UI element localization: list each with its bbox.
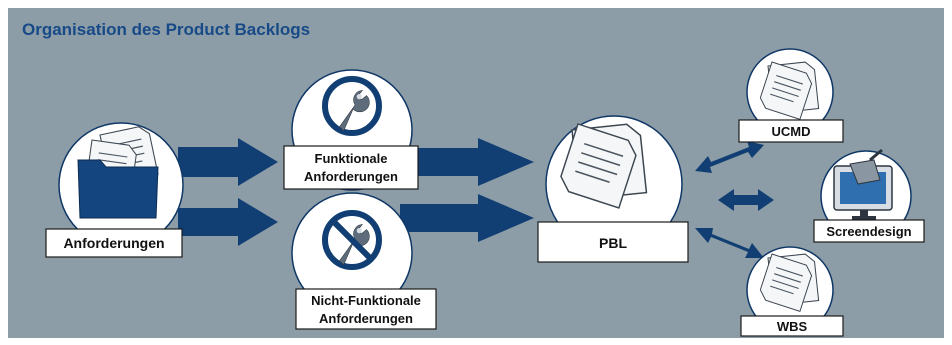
label-screendesign: Screendesign [826,224,911,239]
arrow-pbl-wbs [695,228,764,258]
node-funktional: Funktionale Anforderungen [283,69,419,191]
arrows-layer [178,138,774,258]
arrow-anforderungen-to-nicht-funktional [178,198,278,246]
wrench-icon-ring [322,76,382,136]
arrow-pbl-ucmd [695,141,764,173]
label-ucmd: UCMD [772,124,811,139]
arrow-funktional-to-pbl [400,138,534,186]
node-nicht-funktional: Nicht-Funktionale Anforderungen [291,192,437,330]
node-pbl: PBL [537,115,689,263]
folder-with-documents-icon [77,124,159,219]
crossed-wrench-icon [331,219,373,266]
arrow-nicht-funktional-to-pbl [400,194,534,242]
arrow-pbl-screendesign [718,189,774,211]
label-nicht-funktional-line2: Anforderungen [319,311,413,326]
label-wbs: WBS [777,319,808,334]
node-ucmd: UCMD [738,48,844,143]
label-pbl: PBL [599,235,627,251]
label-nicht-funktional-line1: Nicht-Funktionale [311,293,421,308]
diagram-title: Organisation des Product Backlogs [22,20,311,39]
label-funktional-line1: Funktionale [315,151,388,166]
arrow-anforderungen-to-funktional [178,138,278,186]
label-funktional-line2: Anforderungen [304,169,398,184]
monitor-paint-icon [833,148,893,220]
node-wbs: WBS [740,246,844,337]
node-screendesign: Screendesign [813,148,925,243]
node-anforderungen: Anforderungen [45,122,184,258]
label-anforderungen: Anforderungen [63,235,164,251]
